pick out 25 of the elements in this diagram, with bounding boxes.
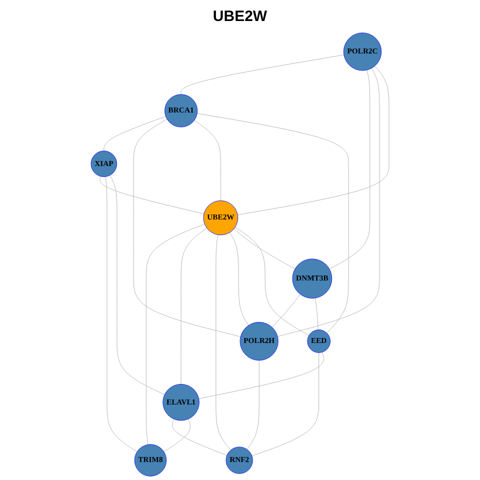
connector xyxy=(146,224,205,445)
connector xyxy=(105,176,138,452)
connector xyxy=(277,68,380,337)
connector xyxy=(104,116,166,152)
connector xyxy=(172,418,228,456)
connector xyxy=(314,298,318,330)
connector xyxy=(216,234,231,450)
connector xyxy=(133,118,241,337)
connector xyxy=(180,54,344,95)
connector xyxy=(252,352,320,456)
connector xyxy=(196,113,349,334)
connector xyxy=(246,360,260,450)
connector xyxy=(110,175,165,395)
connector xyxy=(234,227,310,336)
connector xyxy=(237,66,390,216)
connector xyxy=(164,418,191,452)
diagram-title: UBE2W xyxy=(212,8,268,25)
connector xyxy=(234,228,296,270)
connector xyxy=(180,228,208,384)
connector xyxy=(198,352,324,399)
connector xyxy=(100,176,204,214)
connector xyxy=(272,294,300,328)
connector xyxy=(194,120,221,201)
connector xyxy=(329,70,370,270)
connector xyxy=(229,232,249,326)
